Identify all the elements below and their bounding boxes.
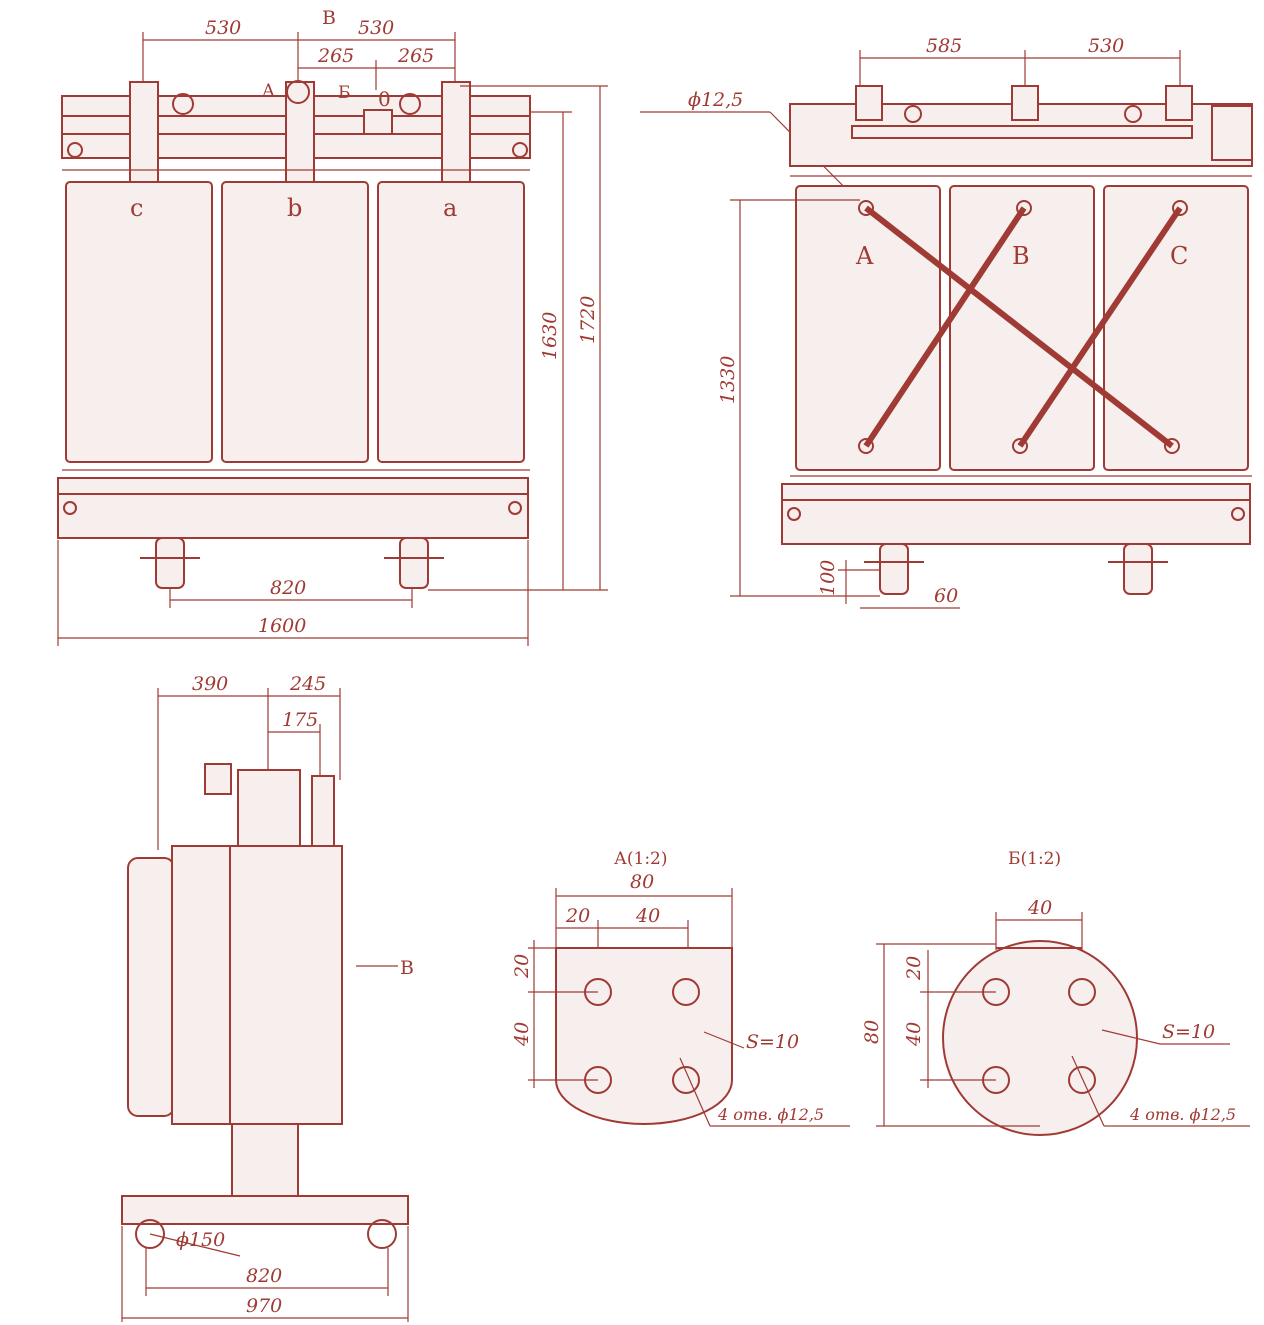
rear-dim-wheel-height: 100 [817, 560, 839, 596]
rear-coil-A-label: A [855, 242, 874, 270]
front-detail-b-label: Б [338, 83, 351, 103]
detail-a-dim-left-offset: 20 [565, 905, 590, 927]
detail-b: Б(1:2) 40 80 20 40 S=10 4 отв. ϕ12,5 [861, 849, 1250, 1136]
front-dim-mid-right: 265 [397, 45, 434, 67]
rear-dim-wheel-offset: 60 [934, 585, 958, 607]
front-view-arrow-label: B [322, 7, 336, 29]
front-neutral-label: 0 [378, 87, 391, 111]
detail-b-dim-hole-pitch: 40 [1027, 897, 1052, 919]
detail-b-dim-height: 80 [861, 1020, 883, 1044]
detail-b-dim-vert-pitch: 40 [903, 1022, 925, 1047]
detail-a-dim-vert-pitch: 40 [511, 1022, 533, 1047]
detail-b-dim-holes: 4 отв. ϕ12,5 [1129, 1105, 1236, 1124]
side-view-arrow-label: B [400, 957, 414, 979]
front-dim-width-total: 1600 [258, 615, 306, 637]
detail-a: А(1:2) 80 20 40 20 40 S=10 4 отв. ϕ12,5 [511, 849, 850, 1127]
detail-b-title: Б(1:2) [1008, 849, 1061, 869]
detail-a-dim-width: 80 [630, 871, 654, 893]
front-coil-a-label: a [443, 194, 457, 222]
rear-dim-height: 1330 [717, 356, 739, 404]
detail-b-dim-thickness: S=10 [1162, 1021, 1215, 1043]
detail-a-dim-thickness: S=10 [746, 1031, 799, 1053]
front-coil-b-label: b [287, 194, 302, 222]
front-dim-height-total: 1720 [577, 296, 599, 344]
rear-dim-top-right: 530 [1088, 35, 1124, 57]
front-dim-top-left: 530 [205, 17, 241, 39]
rear-coil-C-label: C [1170, 242, 1188, 270]
detail-b-dim-top-offset: 20 [903, 956, 925, 981]
side-dim-top-inner: 175 [282, 709, 318, 731]
side-dim-wheel-spacing: 820 [246, 1265, 282, 1287]
front-dim-top-right: 530 [358, 17, 394, 39]
front-dim-mid-left: 265 [317, 45, 354, 67]
detail-a-dim-hole-pitch: 40 [635, 905, 660, 927]
detail-a-dim-top-offset: 20 [511, 954, 533, 979]
detail-a-dim-holes: 4 отв. ϕ12,5 [717, 1105, 824, 1124]
side-dim-width-total: 970 [246, 1295, 282, 1317]
rear-view: 585 530 ϕ12,5 A B C [640, 35, 1253, 609]
side-dim-top-left: 390 [192, 673, 228, 695]
front-dim-wheel-spacing: 820 [270, 577, 306, 599]
rear-dim-top-left: 585 [926, 35, 962, 57]
side-dim-top-right: 245 [289, 673, 326, 695]
rear-dim-hole: ϕ12,5 [688, 89, 743, 111]
detail-a-title: А(1:2) [614, 849, 668, 869]
side-dim-wheel-dia: ϕ150 [176, 1229, 225, 1251]
front-dim-height-inner: 1630 [539, 312, 561, 360]
front-view: 530 530 265 265 B А Б 0 c b a [57, 7, 608, 646]
front-detail-a-label: А [262, 81, 275, 101]
side-view: 390 245 175 B ϕ150 820 970 [121, 673, 414, 1322]
rear-coil-B-label: B [1012, 242, 1030, 270]
front-coil-c-label: c [130, 194, 143, 222]
